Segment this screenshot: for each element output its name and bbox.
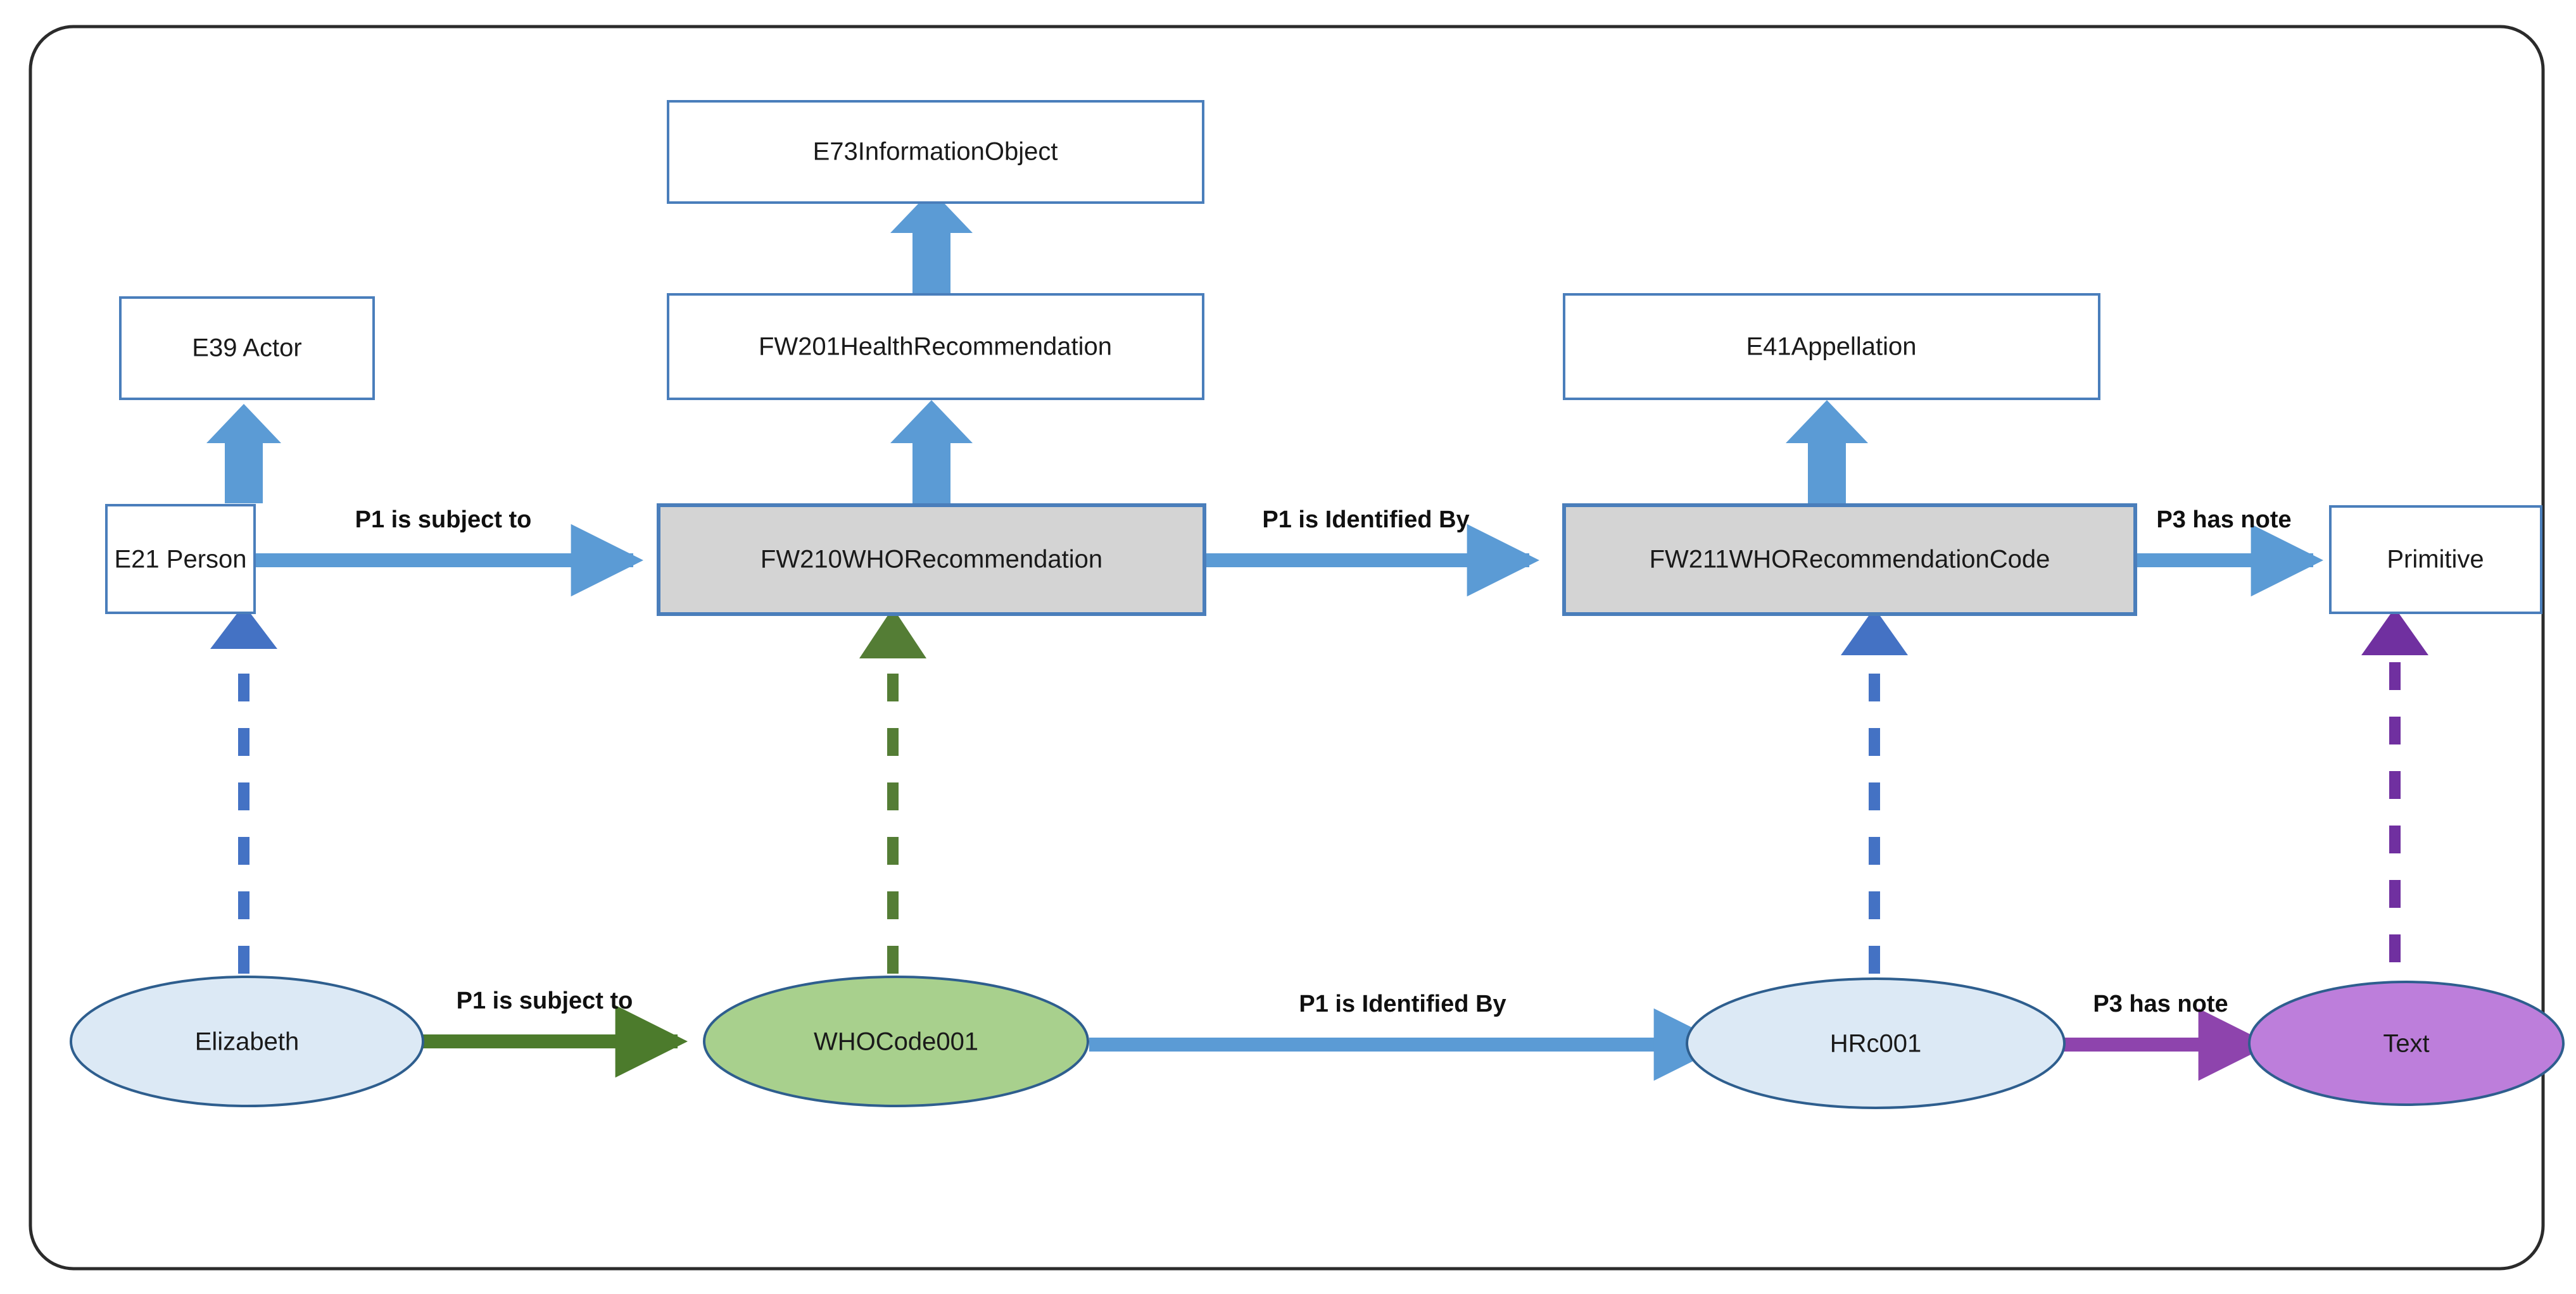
instance-label-elizabeth: Elizabeth bbox=[195, 1028, 300, 1056]
property-arrow-hrc-to-text: P3 has note bbox=[2061, 991, 2271, 1081]
diagram-frame bbox=[28, 25, 2545, 1271]
property-arrow-fw210-to-fw211: P1 is Identified By bbox=[1204, 506, 1540, 597]
instance-label-whocode001: WHOCode001 bbox=[814, 1028, 978, 1056]
subclass-arrow-fw211-to-e41 bbox=[1786, 400, 1868, 505]
property-label-whocode-to-hrc: P1 is Identified By bbox=[1299, 991, 1506, 1017]
class-label-fw210-who-recommendation: FW210WHORecommendation bbox=[761, 546, 1102, 574]
property-label-fw211-to-primitive: P3 has note bbox=[2156, 506, 2291, 533]
class-label-primitive: Primitive bbox=[2387, 546, 2484, 574]
property-label-hrc-to-text: P3 has note bbox=[2093, 991, 2228, 1017]
class-box-e39-actor[interactable]: E39 Actor bbox=[119, 296, 375, 400]
property-arrow-elizabeth-to-whocode: P1 is subject to bbox=[418, 988, 688, 1078]
class-label-e41-appellation: E41Appellation bbox=[1746, 333, 1916, 361]
class-label-fw211-who-recommendation-code: FW211WHORecommendationCode bbox=[1650, 546, 2050, 574]
property-arrow-e21-to-fw210: P1 is subject to bbox=[255, 506, 644, 597]
subclass-arrow-e21-to-e39 bbox=[206, 404, 281, 503]
property-label-e21-to-fw210: P1 is subject to bbox=[355, 506, 532, 533]
property-label-elizabeth-to-whocode: P1 is subject to bbox=[457, 988, 633, 1014]
class-label-e21-person: E21 Person bbox=[114, 546, 246, 574]
instance-label-hrc001: HRc001 bbox=[1830, 1030, 1922, 1058]
class-box-primitive[interactable]: Primitive bbox=[2329, 505, 2542, 614]
instance-ellipse-text[interactable]: Text bbox=[2248, 981, 2565, 1106]
subclass-arrow-fw210-to-fw201 bbox=[890, 400, 973, 505]
class-box-e73-information-object[interactable]: E73InformationObject bbox=[667, 100, 1204, 204]
instanceof-arrow-elizabeth-to-e21 bbox=[210, 605, 277, 974]
class-label-e73-information-object: E73InformationObject bbox=[813, 138, 1058, 166]
property-arrow-fw211-to-primitive: P3 has note bbox=[2135, 506, 2324, 597]
class-box-fw210-who-recommendation[interactable]: FW210WHORecommendation bbox=[657, 503, 1206, 616]
subclass-arrow-fw201-to-e73 bbox=[890, 190, 973, 294]
instanceof-arrow-whocode-to-fw210 bbox=[859, 608, 926, 974]
class-box-e41-appellation[interactable]: E41Appellation bbox=[1563, 293, 2100, 400]
instance-ellipse-hrc001[interactable]: HRc001 bbox=[1686, 977, 2066, 1109]
instance-ellipse-whocode001[interactable]: WHOCode001 bbox=[703, 976, 1089, 1107]
class-box-e21-person[interactable]: E21 Person bbox=[105, 504, 256, 614]
class-label-fw201-health-recommendation: FW201HealthRecommendation bbox=[759, 333, 1112, 361]
class-box-fw211-who-recommendation-code[interactable]: FW211WHORecommendationCode bbox=[1562, 503, 2137, 616]
property-label-fw210-to-fw211: P1 is Identified By bbox=[1262, 506, 1469, 533]
class-box-fw201-health-recommendation[interactable]: FW201HealthRecommendation bbox=[667, 293, 1204, 400]
instance-label-text: Text bbox=[2383, 1030, 2429, 1058]
instanceof-arrow-hrc-to-fw211 bbox=[1841, 608, 1908, 974]
instance-ellipse-elizabeth[interactable]: Elizabeth bbox=[70, 976, 424, 1107]
property-arrow-whocode-to-hrc: P1 is Identified By bbox=[1089, 991, 1727, 1081]
instanceof-arrow-text-to-primitive bbox=[2361, 608, 2428, 962]
class-label-e39-actor: E39 Actor bbox=[192, 334, 301, 362]
